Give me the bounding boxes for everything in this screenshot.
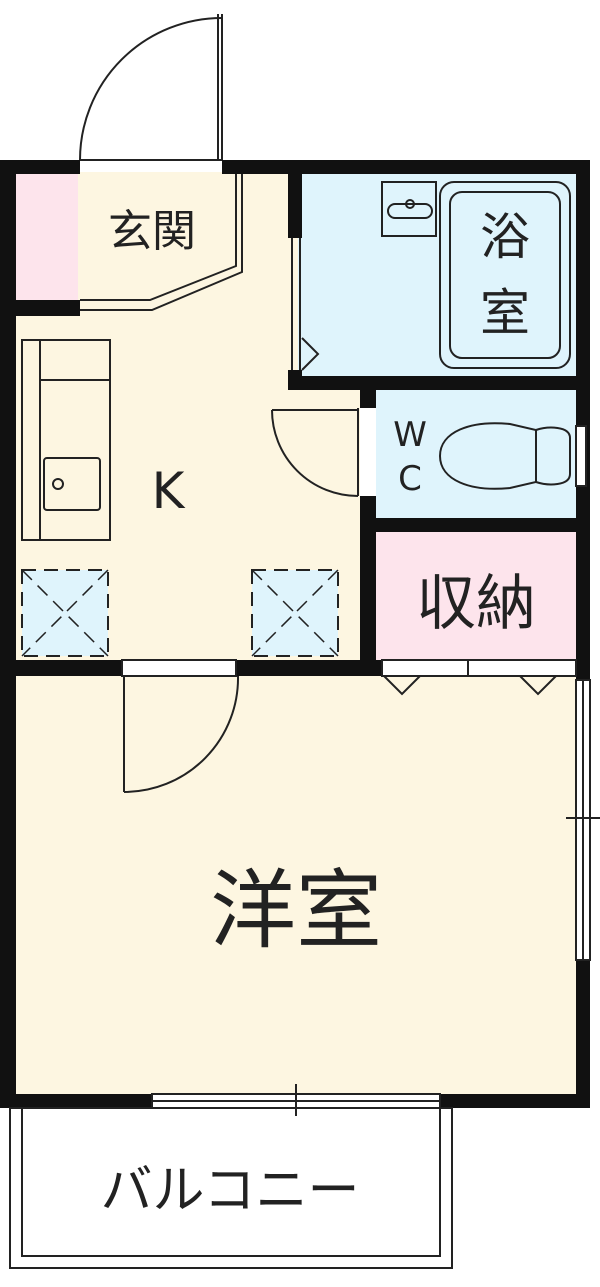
wall-wc-bottom xyxy=(360,518,590,532)
walls xyxy=(0,160,590,1108)
wall-storage-bottom xyxy=(376,660,382,676)
western-room-label: 洋室 xyxy=(210,861,382,961)
kitchen-label: K xyxy=(152,462,186,520)
vent-icon xyxy=(251,569,339,657)
kitchen-vents xyxy=(21,569,339,657)
wc-label-w: W xyxy=(393,415,427,455)
storage-doors xyxy=(381,659,577,696)
wall-bottom-left xyxy=(0,1094,152,1108)
bathroom-fixtures xyxy=(381,181,571,369)
vent-icon xyxy=(21,569,109,657)
entrance-door xyxy=(79,14,223,161)
wall-top-left xyxy=(0,160,80,174)
wall-wc-left-top xyxy=(360,376,376,408)
genkan-step xyxy=(80,172,243,311)
western-room-door xyxy=(121,659,240,793)
wall-bottom-right xyxy=(440,1094,590,1108)
genkan-label: 玄関 xyxy=(108,206,196,257)
western-room-area xyxy=(16,674,576,1094)
bathroom-label-line1: 浴 xyxy=(480,208,530,266)
wall-wc-left-bottom xyxy=(360,496,376,676)
wall-right-upper xyxy=(576,160,590,670)
wall-kitchen-bottom-left xyxy=(0,660,122,676)
balcony-label: バルコニー xyxy=(101,1161,360,1221)
wall-right-lower-top xyxy=(576,670,590,680)
wc-label-c: C xyxy=(398,459,422,499)
kitchen-counter xyxy=(21,339,111,541)
bathroom-door xyxy=(291,238,320,371)
wall-shoebox xyxy=(16,300,80,316)
shoebox-area xyxy=(16,172,78,302)
right-window xyxy=(566,679,600,961)
wall-right-lower-bottom xyxy=(576,960,590,1108)
storage-label: 収納 xyxy=(416,569,536,639)
wall-bath-bottom xyxy=(288,376,590,390)
room-labels: 玄関 浴 室 W C K 収納 洋室 バルコニー xyxy=(101,206,536,1221)
storage-area xyxy=(376,532,576,660)
kitchen-sink-icon xyxy=(43,457,101,511)
washbasin-icon xyxy=(381,181,437,237)
bathroom-label-line2: 室 xyxy=(480,284,530,342)
wall-bath-left-top xyxy=(288,172,302,238)
wc-door xyxy=(271,408,359,497)
kitchen-counter-icon xyxy=(21,339,111,541)
balcony xyxy=(9,1107,453,1269)
toilet-icon xyxy=(438,422,587,490)
wc-area xyxy=(376,390,576,518)
wall-left xyxy=(0,160,16,1108)
wall-kitchen-bottom-right xyxy=(236,660,376,676)
bathtub-icon xyxy=(439,181,571,369)
wall-top-right xyxy=(222,160,590,174)
